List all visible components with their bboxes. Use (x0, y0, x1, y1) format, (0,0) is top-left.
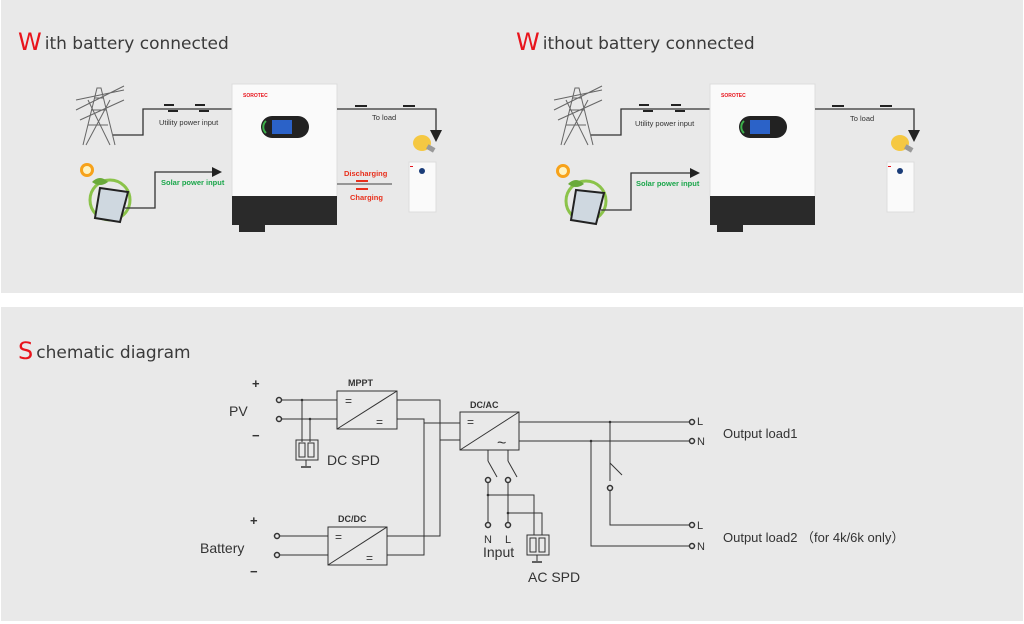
load-label: To load (372, 113, 396, 122)
output2-n-wire (590, 441, 689, 547)
battery-minus-label: − (250, 564, 258, 579)
arrow-right-icon (212, 167, 222, 177)
light-bulb-icon (413, 135, 436, 153)
out2-n-label: N (697, 541, 705, 553)
output2-l-wire (609, 487, 689, 526)
input-label: Input (483, 544, 514, 560)
solar-line (125, 171, 220, 209)
battery-plus-label: + (250, 513, 258, 528)
terminal-icons (273, 396, 696, 559)
heading-text: ith battery connected (44, 34, 229, 54)
battery-device (886, 161, 915, 213)
dc-spd-label: DC SPD (327, 452, 380, 468)
dc-symbol: = (366, 551, 373, 565)
out1-n-label: N (697, 436, 705, 448)
heading-text: chematic diagram (36, 343, 191, 363)
heading-initial: W (18, 28, 42, 56)
solar-label: Solar power input (161, 178, 225, 187)
arrow-down-icon (430, 130, 442, 142)
svg-text:SOROTEC: SOROTEC (721, 93, 746, 99)
load-line (337, 108, 437, 130)
solar-line (601, 172, 698, 211)
power-pylon-icon (75, 85, 125, 146)
heading-text: ithout battery connected (542, 34, 755, 54)
junction-dots (300, 398, 612, 515)
dc-symbol: = (335, 530, 342, 544)
pv-plus-label: + (252, 376, 260, 391)
charge-arrow-icon (356, 188, 368, 190)
dc-symbol: = (345, 394, 352, 408)
flow-arrows-icon (355, 105, 415, 107)
dcac-inverter (459, 411, 520, 451)
dcdc-label: DC/DC (338, 514, 367, 524)
battery-label: Battery (200, 540, 244, 556)
charging-label: Charging (350, 193, 383, 202)
out1-l-label: L (697, 416, 703, 428)
heading-initial: S (18, 337, 34, 365)
power-pylon-icon (553, 85, 603, 146)
utility-line (591, 108, 710, 136)
dc-spd-device (295, 439, 319, 461)
dc-symbol: = (376, 415, 383, 429)
flow-arrows-icon (832, 105, 892, 107)
ac-spd-label: AC SPD (528, 569, 580, 585)
input-l-label: L (505, 534, 511, 546)
with-battery-diagram: Utility power input Solar power input SO… (75, 83, 442, 232)
svg-text:SOROTEC: SOROTEC (243, 93, 268, 99)
load-line (815, 108, 915, 130)
out2-l-label: L (697, 520, 703, 532)
mppt-label: MPPT (348, 378, 374, 388)
operation-modes-panel (1, 0, 1023, 293)
ac-spd-device (526, 534, 550, 556)
mppt-converter (336, 390, 398, 430)
light-bulb-icon (891, 135, 914, 153)
inverter-device: SOROTEC (709, 83, 816, 232)
solar-panel-icon (80, 163, 132, 224)
without-battery-diagram: Utility power input Solar power input SO… (553, 83, 920, 232)
dcdc-converter (327, 526, 388, 566)
dc-symbol: = (467, 415, 474, 429)
load-label: To load (850, 114, 874, 123)
out2-label: Output load2 （for 4k/6k only） (723, 530, 904, 545)
utility-label: Utility power input (159, 118, 219, 127)
pv-minus-label: − (252, 428, 260, 443)
bidirectional-arrows-icon (164, 104, 209, 112)
bidirectional-arrows-icon (639, 104, 685, 112)
input-n-label: N (484, 534, 492, 546)
schematic-panel (1, 307, 1023, 621)
ac-symbol: ~ (497, 435, 506, 452)
out1-label: Output load1 (723, 426, 797, 441)
battery-device (408, 161, 437, 213)
utility-label: Utility power input (635, 119, 695, 128)
arrow-right-icon (690, 168, 700, 178)
utility-line (113, 108, 232, 136)
solar-label: Solar power input (636, 179, 700, 188)
pv-label: PV (229, 403, 248, 419)
discharge-arrow-icon (356, 180, 368, 182)
dcac-label: DC/AC (470, 400, 499, 410)
heading-initial: W (516, 28, 540, 56)
solar-panel-icon (556, 164, 608, 226)
inverter-device: SOROTEC (231, 83, 338, 232)
discharging-label: Discharging (344, 169, 388, 178)
arrow-down-icon (908, 130, 920, 142)
